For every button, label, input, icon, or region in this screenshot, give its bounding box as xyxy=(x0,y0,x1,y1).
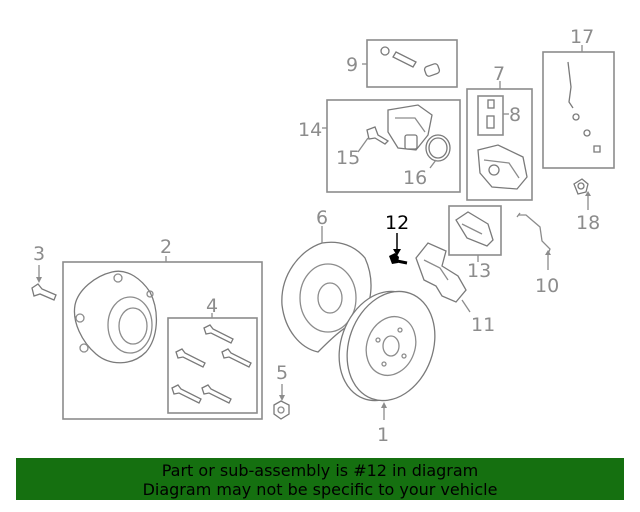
callout-17[interactable]: 17 xyxy=(570,26,594,48)
callout-3[interactable]: 3 xyxy=(33,243,45,265)
part-11-group[interactable]: 11 xyxy=(415,242,495,336)
part-18-group[interactable]: 18 xyxy=(573,178,600,234)
callout-2[interactable]: 2 xyxy=(160,236,172,258)
callout-1[interactable]: 1 xyxy=(377,424,389,446)
callout-16[interactable]: 16 xyxy=(403,167,427,189)
part-14-group[interactable]: 14 15 16 xyxy=(298,99,461,193)
callout-11[interactable]: 11 xyxy=(471,314,495,336)
callout-13[interactable]: 13 xyxy=(467,260,491,282)
callout-8[interactable]: 8 xyxy=(509,104,521,126)
banner-line-2: Diagram may not be specific to your vehi… xyxy=(142,480,498,499)
callout-18[interactable]: 18 xyxy=(576,212,600,234)
callout-10[interactable]: 10 xyxy=(535,275,559,297)
part-9-group[interactable]: 9 xyxy=(346,39,458,88)
callout-14[interactable]: 14 xyxy=(298,119,322,141)
part-17-group[interactable]: 17 xyxy=(542,26,615,169)
part-5-group[interactable]: 5 xyxy=(273,362,290,420)
info-banner: Part or sub-assembly is #12 in diagram D… xyxy=(16,458,624,500)
callout-6[interactable]: 6 xyxy=(316,207,328,229)
part-13-group[interactable]: 13 xyxy=(448,205,502,282)
part-1-group[interactable]: 1 xyxy=(324,279,449,446)
brake-parts-diagram: 9 17 8 7 14 15 16 xyxy=(31,26,615,446)
callout-4[interactable]: 4 xyxy=(206,295,218,317)
part-2-group[interactable]: 2 4 xyxy=(62,236,263,420)
part-3-group[interactable]: 3 xyxy=(31,243,57,301)
callout-15[interactable]: 15 xyxy=(336,147,360,169)
callout-7[interactable]: 7 xyxy=(493,63,505,85)
callout-5[interactable]: 5 xyxy=(276,362,288,384)
callout-12[interactable]: 12 xyxy=(385,212,409,234)
callout-9[interactable]: 9 xyxy=(346,54,358,76)
banner-line-1: Part or sub-assembly is #12 in diagram xyxy=(161,461,479,480)
part-12-group[interactable]: 12 xyxy=(385,212,409,265)
part-7-group[interactable]: 8 7 xyxy=(466,63,533,201)
part-10-group[interactable]: 10 xyxy=(516,212,559,297)
